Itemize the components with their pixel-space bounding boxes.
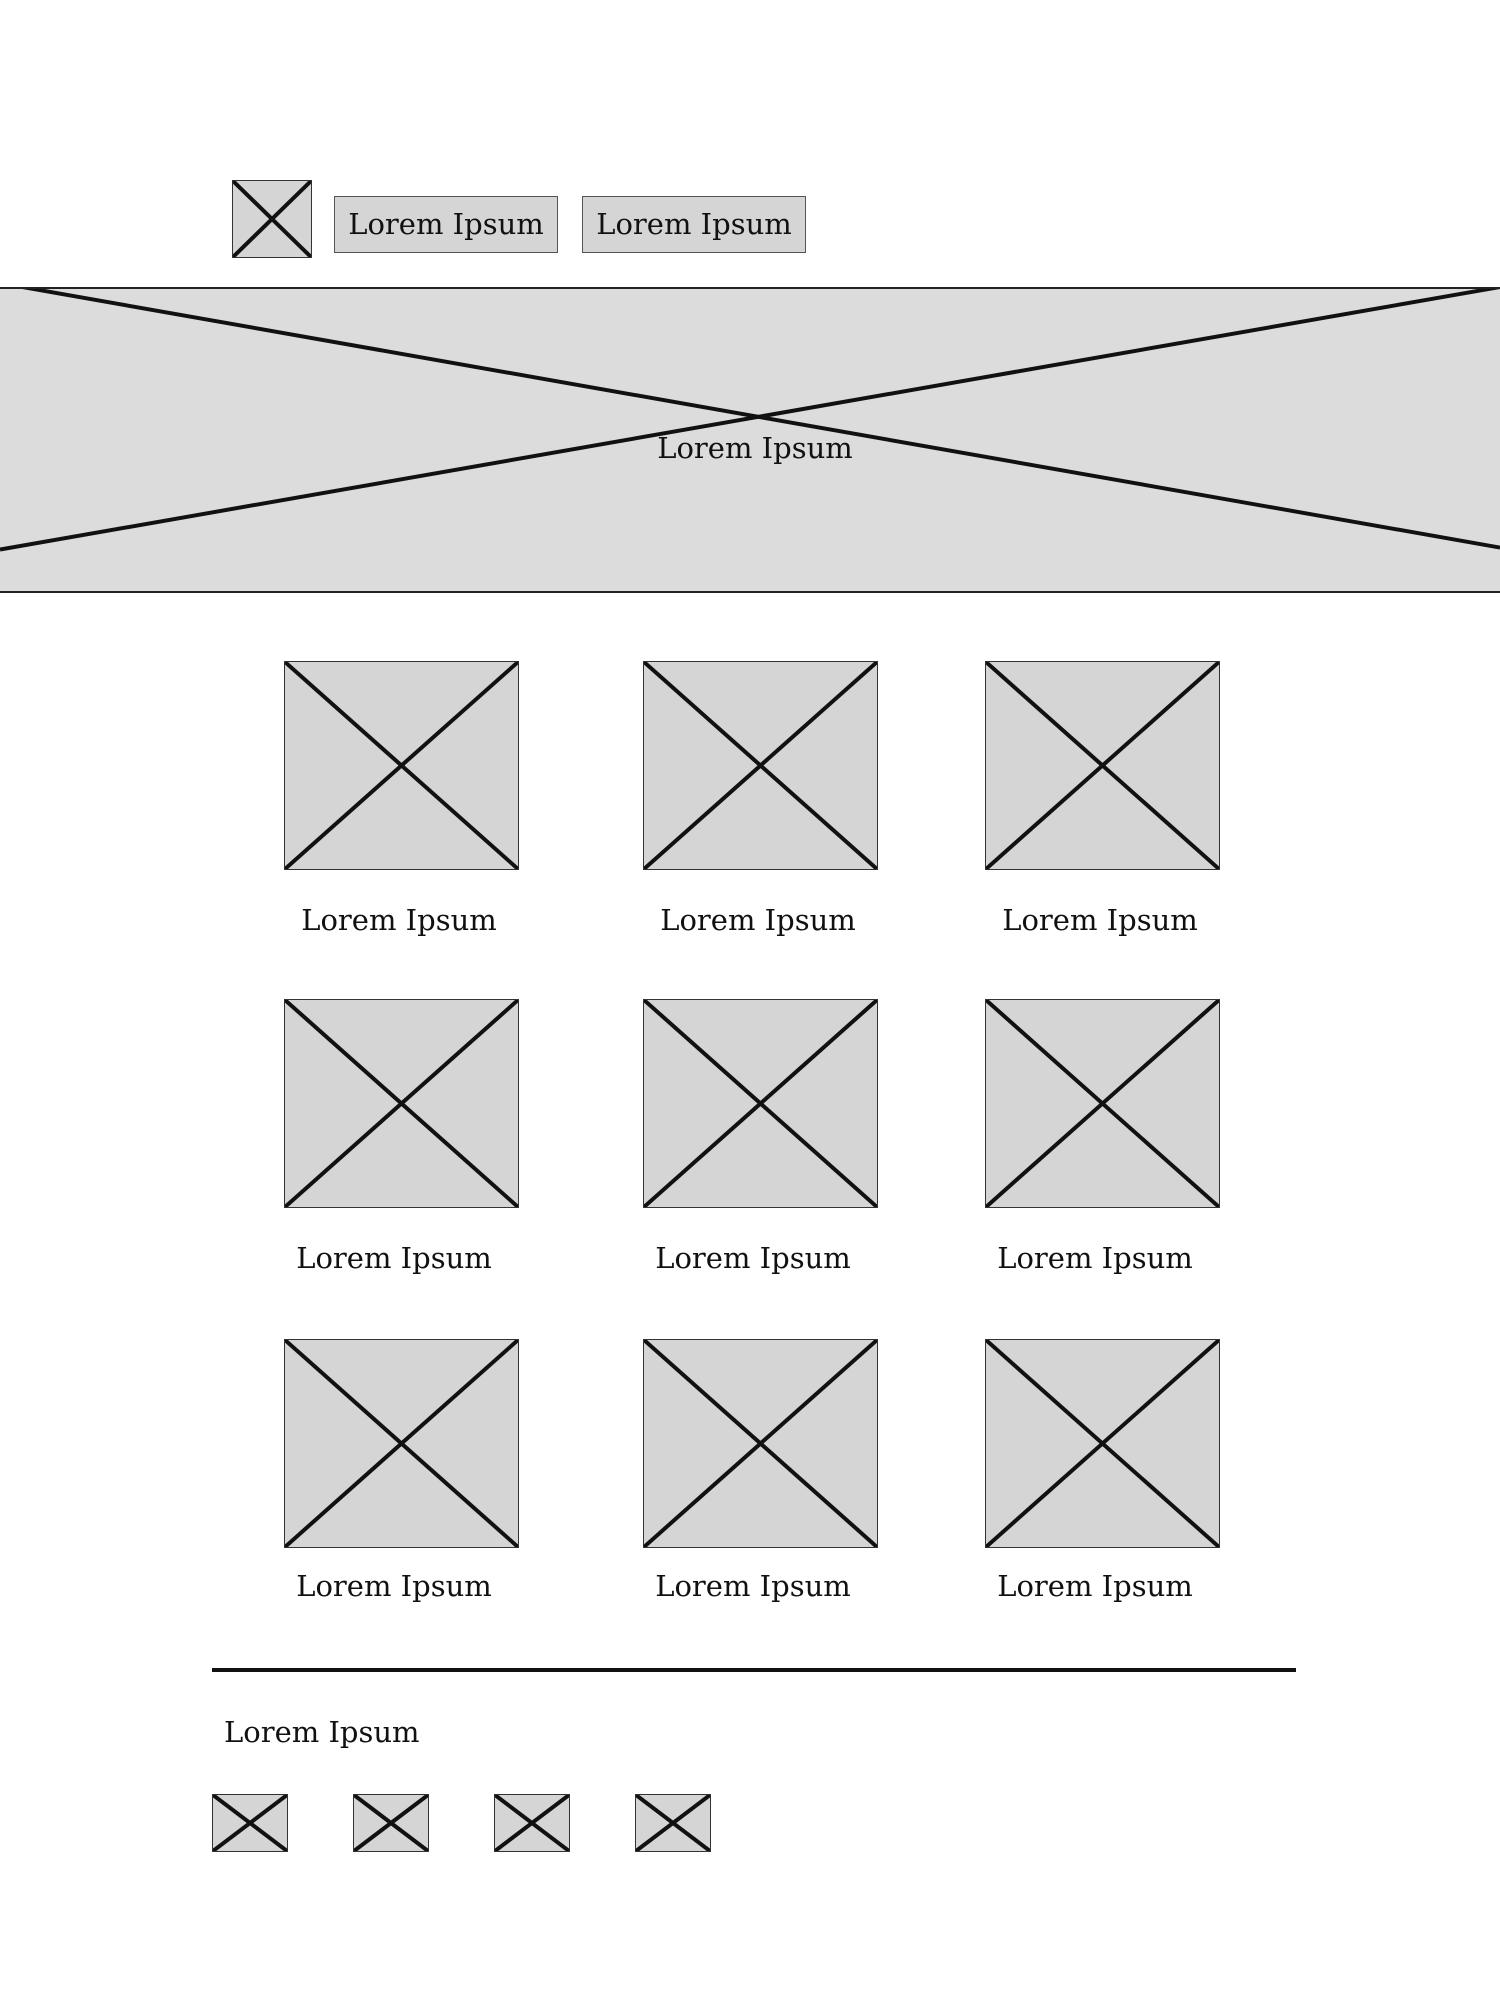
- nav-button-1[interactable]: Lorem Ipsum: [334, 196, 558, 253]
- gallery-card-label: Lorem Ipsum: [660, 903, 856, 937]
- social-3-image-placeholder-icon[interactable]: [494, 1794, 570, 1852]
- gallery-card-label: Lorem Ipsum: [655, 1569, 851, 1603]
- gallery-image-placeholder-icon: [643, 661, 878, 870]
- nav-button-2[interactable]: Lorem Ipsum: [582, 196, 806, 253]
- gallery-image-placeholder-icon: [985, 999, 1220, 1208]
- footer-divider: [212, 1668, 1296, 1672]
- gallery-image-placeholder-icon: [643, 1339, 878, 1548]
- gallery-card-label: Lorem Ipsum: [296, 1241, 492, 1275]
- hero-banner: Lorem Ipsum: [0, 287, 1500, 593]
- footer-text: Lorem Ipsum: [224, 1715, 420, 1749]
- gallery-image-placeholder-icon: [284, 661, 519, 870]
- gallery-image-placeholder-icon: [284, 1339, 519, 1548]
- gallery-image-placeholder-icon: [643, 999, 878, 1208]
- gallery-card-label: Lorem Ipsum: [296, 1569, 492, 1603]
- gallery-image-placeholder-icon: [985, 661, 1220, 870]
- hero-image-placeholder-icon: [0, 289, 1500, 552]
- social-2-image-placeholder-icon[interactable]: [353, 1794, 429, 1852]
- gallery-card-label: Lorem Ipsum: [997, 1241, 1193, 1275]
- gallery-card-label: Lorem Ipsum: [997, 1569, 1193, 1603]
- logo-image-placeholder-icon[interactable]: [232, 180, 312, 258]
- gallery-card-label: Lorem Ipsum: [301, 903, 497, 937]
- gallery-image-placeholder-icon: [284, 999, 519, 1208]
- social-1-image-placeholder-icon[interactable]: [212, 1794, 288, 1852]
- social-4-image-placeholder-icon[interactable]: [635, 1794, 711, 1852]
- hero-caption: Lorem Ipsum: [657, 431, 853, 465]
- gallery-card-label: Lorem Ipsum: [1002, 903, 1198, 937]
- gallery-card-label: Lorem Ipsum: [655, 1241, 851, 1275]
- gallery-image-placeholder-icon: [985, 1339, 1220, 1548]
